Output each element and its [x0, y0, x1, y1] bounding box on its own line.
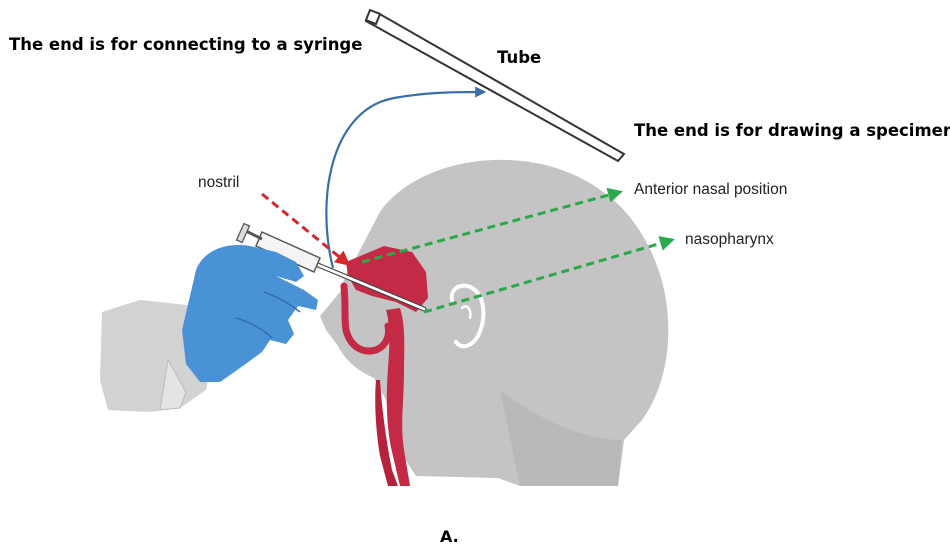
- tube-label: Tube: [497, 48, 541, 67]
- panel-label: A.: [440, 527, 459, 546]
- anterior-nasal-label: Anterior nasal position: [634, 181, 787, 199]
- head-silhouette: [320, 160, 668, 486]
- syringe-end-label: The end is for connecting to a syringe: [9, 35, 362, 54]
- nostril-label: nostril: [198, 174, 239, 192]
- specimen-end-label: The end is for drawing a specimen: [634, 121, 950, 140]
- tube-icon: [366, 10, 624, 161]
- nasopharynx-label: nasopharynx: [685, 231, 774, 249]
- glove-icon: [182, 245, 318, 382]
